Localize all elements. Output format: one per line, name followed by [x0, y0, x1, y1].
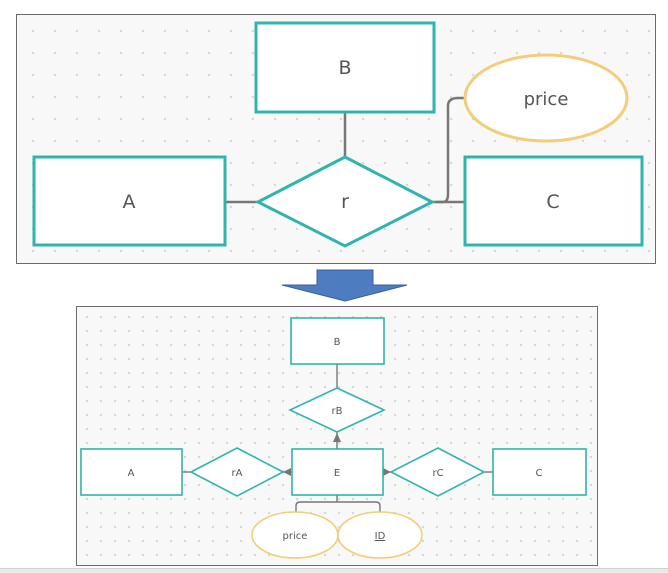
entity-e[interactable] — [291, 448, 384, 496]
relationship-rb[interactable] — [288, 387, 386, 433]
entity-a[interactable] — [32, 155, 227, 247]
connector-e-attributes — [295, 495, 381, 512]
attribute-id[interactable] — [337, 511, 423, 559]
entity-c-label: C — [546, 191, 559, 213]
arrowhead-rb — [333, 433, 341, 442]
attribute-price-label: price — [524, 89, 569, 110]
entity-b[interactable] — [290, 317, 385, 365]
relationship-ra[interactable] — [189, 447, 285, 497]
attribute-price-label: price — [283, 531, 308, 542]
connector-r-price — [436, 96, 464, 204]
entity-b[interactable] — [254, 21, 436, 114]
entity-c[interactable] — [492, 448, 587, 496]
relationship-rc[interactable] — [389, 447, 486, 497]
entity-a-label: A — [128, 468, 135, 479]
bottom-diagram: B A E C rB rA rC price ID — [80, 317, 587, 559]
entity-a[interactable] — [80, 448, 183, 496]
relationship-rc-label: rC — [432, 468, 443, 479]
entity-c[interactable] — [463, 155, 644, 247]
entity-b-label: B — [338, 57, 351, 79]
scrollbar-strip — [0, 568, 668, 573]
entity-e-label: E — [334, 468, 340, 479]
relationship-rb-label: rB — [332, 406, 343, 417]
relationship-ra-label: rA — [232, 468, 243, 479]
attribute-id-label: ID — [375, 531, 386, 542]
relationship-r[interactable] — [254, 155, 436, 248]
relationship-r-label: r — [341, 191, 349, 213]
entity-b-label: B — [334, 337, 341, 348]
arrowhead-rc — [383, 468, 391, 476]
transform-arrow-icon — [281, 269, 408, 302]
entity-c-label: C — [536, 468, 543, 479]
top-diagram: B A C r price — [32, 21, 644, 248]
attribute-price[interactable] — [463, 53, 629, 143]
arrowhead-ra — [283, 468, 291, 476]
entity-a-label: A — [123, 191, 136, 213]
